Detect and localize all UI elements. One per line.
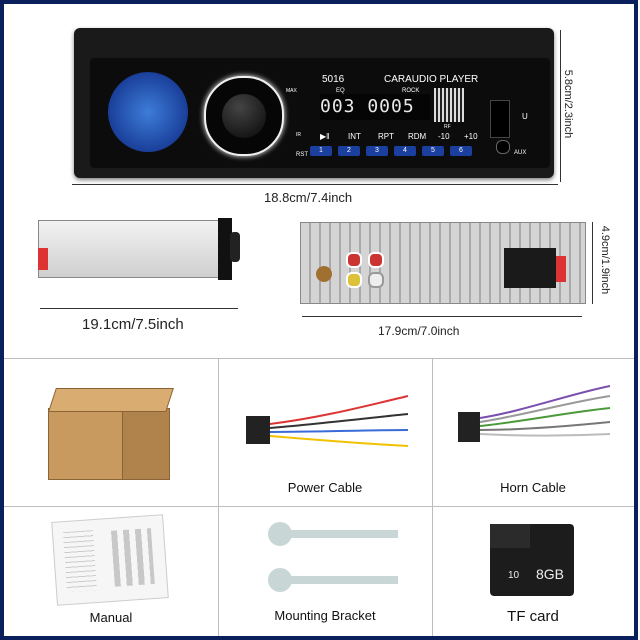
iso-connector-tab — [556, 256, 566, 282]
power-cable-image — [246, 395, 409, 447]
grid-col-1 — [218, 358, 219, 636]
back-width-label: 17.9cm/7.0inch — [378, 324, 460, 338]
max-label: MAX — [286, 88, 297, 94]
side-view-chassis — [38, 220, 226, 278]
grid-middle — [4, 506, 634, 507]
mounting-bracket-label: Mounting Bracket — [274, 608, 376, 623]
horn-cable-image — [458, 385, 611, 442]
manual-label: Manual — [89, 610, 133, 625]
eq-label: EQ — [336, 88, 345, 94]
grid-top — [4, 358, 634, 359]
preset-button-5[interactable]: 5 — [422, 146, 444, 156]
rca-red-2 — [368, 252, 384, 268]
front-height-label: 5.8cm/2.3inch — [562, 69, 574, 139]
tf-card-brand: 10 — [508, 570, 520, 581]
volume-knob-inner — [222, 94, 266, 138]
brand-text: CARAUDIO PLAYER — [384, 74, 479, 85]
side-view-faceplate — [218, 218, 232, 280]
control-pad — [108, 72, 188, 152]
front-height-line — [560, 30, 561, 182]
rf-label: RF — [444, 124, 451, 130]
rca-red-1 — [346, 252, 362, 268]
front-width-label: 18.8cm/7.4inch — [264, 190, 353, 205]
lcd-display: 003 0005 — [320, 94, 430, 120]
side-view-knob — [230, 232, 240, 262]
rca-yellow — [346, 272, 362, 288]
mode-rdm[interactable]: RDM — [408, 132, 427, 141]
mode-plus10[interactable]: +10 — [464, 132, 478, 141]
back-width-line — [302, 316, 582, 317]
side-length-line — [40, 308, 238, 309]
side-length-label: 19.1cm/7.5inch — [82, 316, 184, 333]
back-height-label: 4.9cm/1.9inch — [599, 225, 611, 295]
aux-port — [496, 140, 510, 154]
antenna-port — [316, 266, 332, 282]
manual-image — [51, 514, 169, 606]
ir-label: IR — [296, 132, 301, 138]
grid-col-2 — [432, 358, 433, 636]
lcd-eq-graphic — [434, 88, 464, 122]
preset-button-3[interactable]: 3 — [366, 146, 388, 156]
mode-rpt[interactable]: RPT — [378, 132, 394, 141]
usb-port — [490, 100, 510, 138]
usb-label: U — [522, 112, 528, 121]
aux-label: AUX — [514, 150, 527, 156]
play-pause-label: ▶‖ — [320, 132, 330, 141]
mounting-bracket-image — [268, 522, 398, 592]
power-cable-label: Power Cable — [287, 480, 363, 495]
mode-int[interactable]: INT — [348, 132, 361, 141]
horn-cable-label: Horn Cable — [500, 480, 566, 495]
back-height-line — [592, 222, 593, 304]
iso-connector — [504, 248, 556, 288]
preset-button-2[interactable]: 2 — [338, 146, 360, 156]
rock-label: ROCK — [402, 88, 420, 94]
side-view-release-tab — [38, 248, 48, 270]
model-number: 5016 — [322, 74, 345, 85]
tf-card-image: 10 8GB — [490, 524, 574, 596]
rca-white — [368, 272, 384, 288]
preset-button-1[interactable]: 1 — [310, 146, 332, 156]
box-icon — [48, 388, 174, 480]
tf-card-size: 8GB — [536, 566, 565, 582]
preset-button-4[interactable]: 4 — [394, 146, 416, 156]
tf-card-label: TF card — [507, 608, 559, 625]
mode-minus10[interactable]: -10 — [438, 132, 450, 141]
rst-label: RST — [296, 152, 308, 158]
radio-front-panel: 5016 CARAUDIO PLAYER EQ ROCK MAX 003 000… — [74, 28, 554, 178]
lcd-text: 003 0005 — [320, 96, 415, 117]
front-width-line — [72, 184, 558, 185]
preset-button-6[interactable]: 6 — [450, 146, 472, 156]
